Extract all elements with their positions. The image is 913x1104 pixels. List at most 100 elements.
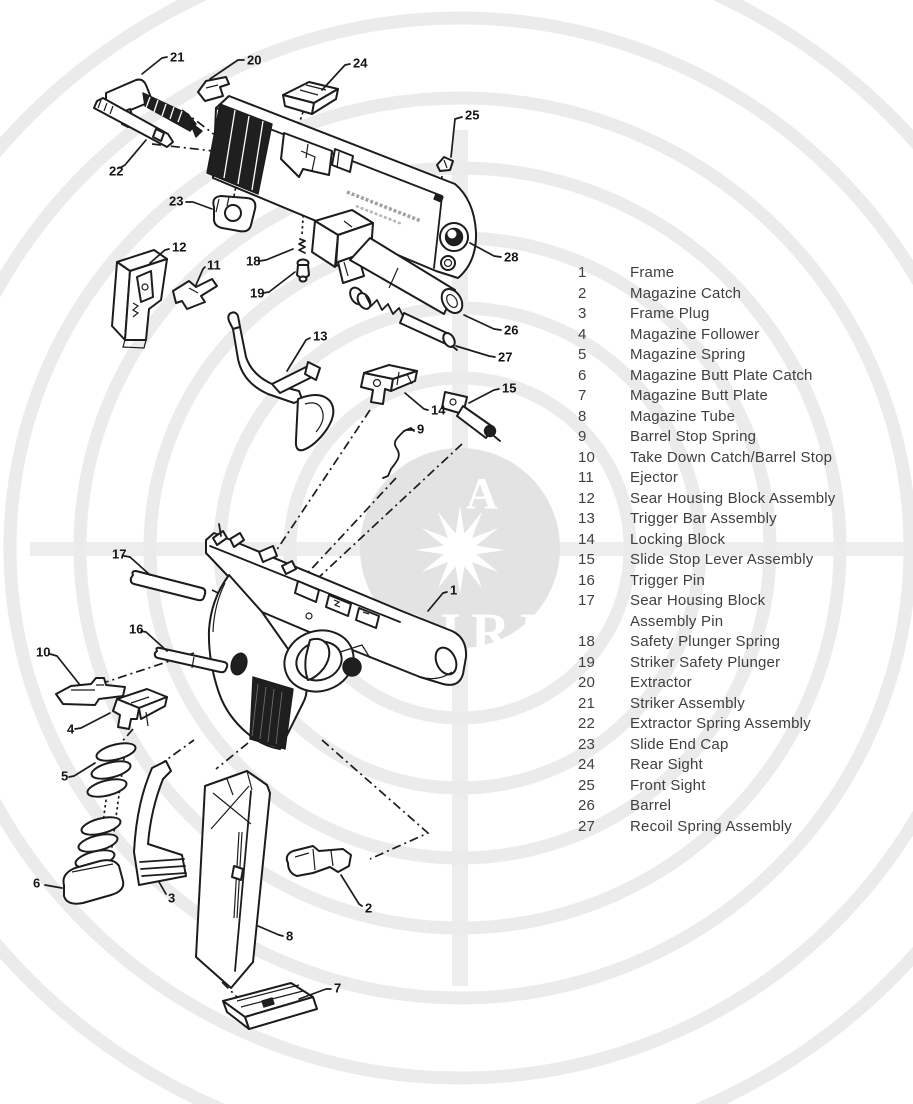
part-18-safety-plunger-spring [298, 238, 306, 254]
part-24-rear-sight [282, 81, 339, 115]
part-name: Magazine Butt Plate [630, 387, 769, 404]
part-16-trigger-pin [153, 646, 229, 674]
part-number: 8 [578, 407, 587, 425]
part-20-extractor [197, 76, 230, 102]
part-number: 23 [578, 735, 596, 753]
parts-list-row: 18 Safety Plunger Spring [578, 632, 912, 653]
part-number: 10 [578, 448, 596, 466]
part-number: 22 [578, 715, 596, 732]
part-number: 15 [578, 551, 596, 568]
part-number: 1 [578, 264, 587, 281]
callout-2: 2 [365, 900, 372, 915]
parts-list-row: 27 Recoil Spring Assembly [578, 817, 912, 838]
part-1-frame [205, 523, 468, 750]
callout-20: 20 [247, 52, 261, 67]
parts-list-row: 8 Magazine Tube [578, 407, 912, 428]
part-26-barrel [311, 209, 464, 315]
part-name: Slide Stop Lever Assembly [630, 551, 814, 568]
callout-6: 6 [33, 875, 40, 890]
parts-list-row: 11 Ejector [578, 468, 912, 489]
part-name: Ejector [630, 469, 679, 486]
part-name: Extractor Spring Assembly [630, 715, 811, 732]
part-name: Sear Housing Block Assembly [630, 489, 836, 507]
parts-list-row: 24 Rear Sight [578, 755, 912, 776]
part-number: 27 [578, 817, 596, 835]
part-name: Magazine Tube [630, 407, 736, 425]
part-name: Locking Block [630, 530, 726, 548]
parts-list-row: 5 Magazine Spring [578, 345, 912, 366]
part-number: 6 [578, 366, 587, 384]
part-name: Rear Sight [630, 756, 703, 773]
callout-10: 10 [36, 644, 50, 659]
part-11-ejector [172, 278, 218, 310]
part-name: Recoil Spring Assembly [630, 817, 792, 835]
part-number: 5 [578, 346, 587, 363]
parts-list-row: 1 Frame [578, 263, 912, 284]
callout-13: 13 [313, 328, 327, 343]
callout-8: 8 [286, 928, 293, 943]
part-27-recoil-spring-assembly [349, 286, 458, 351]
part-name: Magazine Spring [630, 346, 746, 363]
callout-14: 14 [431, 402, 446, 417]
part-number: 20 [578, 674, 596, 691]
part-name: Striker Safety Plunger [630, 653, 781, 671]
callout-17: 17 [112, 546, 126, 561]
part-14-locking-block [360, 364, 418, 405]
parts-list-row: 2 Magazine Catch [578, 284, 912, 305]
parts-list-row: 14 Locking Block [578, 530, 912, 551]
callout-18: 18 [246, 253, 260, 268]
part-28-slide [206, 95, 478, 279]
part-number: 17 [578, 592, 596, 609]
callout-12: 12 [172, 239, 186, 254]
part-number: 24 [578, 756, 596, 773]
part-2-magazine-catch [285, 845, 352, 877]
starburst-icon [416, 506, 504, 594]
part-number: 9 [578, 428, 587, 445]
callout-11: 11 [207, 257, 221, 272]
part-number: 26 [578, 797, 596, 814]
part-name: Trigger Pin [630, 571, 706, 589]
part-name: Magazine Catch [630, 284, 742, 302]
part-name: Extractor [630, 674, 692, 691]
callout-26: 26 [504, 322, 518, 337]
callout-22: 22 [109, 163, 123, 178]
callout-16: 16 [129, 621, 143, 636]
callout-7: 7 [334, 980, 341, 995]
callout-1: 1 [450, 582, 457, 597]
callout-leader-lines [44, 56, 502, 1000]
part-number: 14 [578, 530, 596, 548]
parts-list-row: 22 Extractor Spring Assembly [578, 714, 912, 735]
part-8-magazine-tube [195, 770, 271, 989]
part-number: 25 [578, 776, 596, 794]
part-22-extractor-spring-assembly [93, 97, 174, 148]
part-number: 11 [578, 469, 594, 486]
part-number: 18 [578, 633, 596, 650]
part-name: Safety Plunger Spring [630, 633, 781, 650]
part-name: Frame Plug [630, 305, 710, 322]
part-3-frame-plug [133, 760, 187, 886]
part-number: 2 [578, 284, 587, 302]
part-number: 21 [578, 694, 596, 712]
callout-5: 5 [61, 768, 68, 783]
parts-list-row: 20 Extractor [578, 673, 912, 694]
callout-19: 19 [250, 285, 264, 300]
part-number: 13 [578, 510, 596, 527]
part-19-striker-safety-plunger [296, 258, 310, 283]
parts-list-row: 15 Slide Stop Lever Assembly [578, 550, 912, 571]
part-name: Frame [630, 264, 675, 281]
